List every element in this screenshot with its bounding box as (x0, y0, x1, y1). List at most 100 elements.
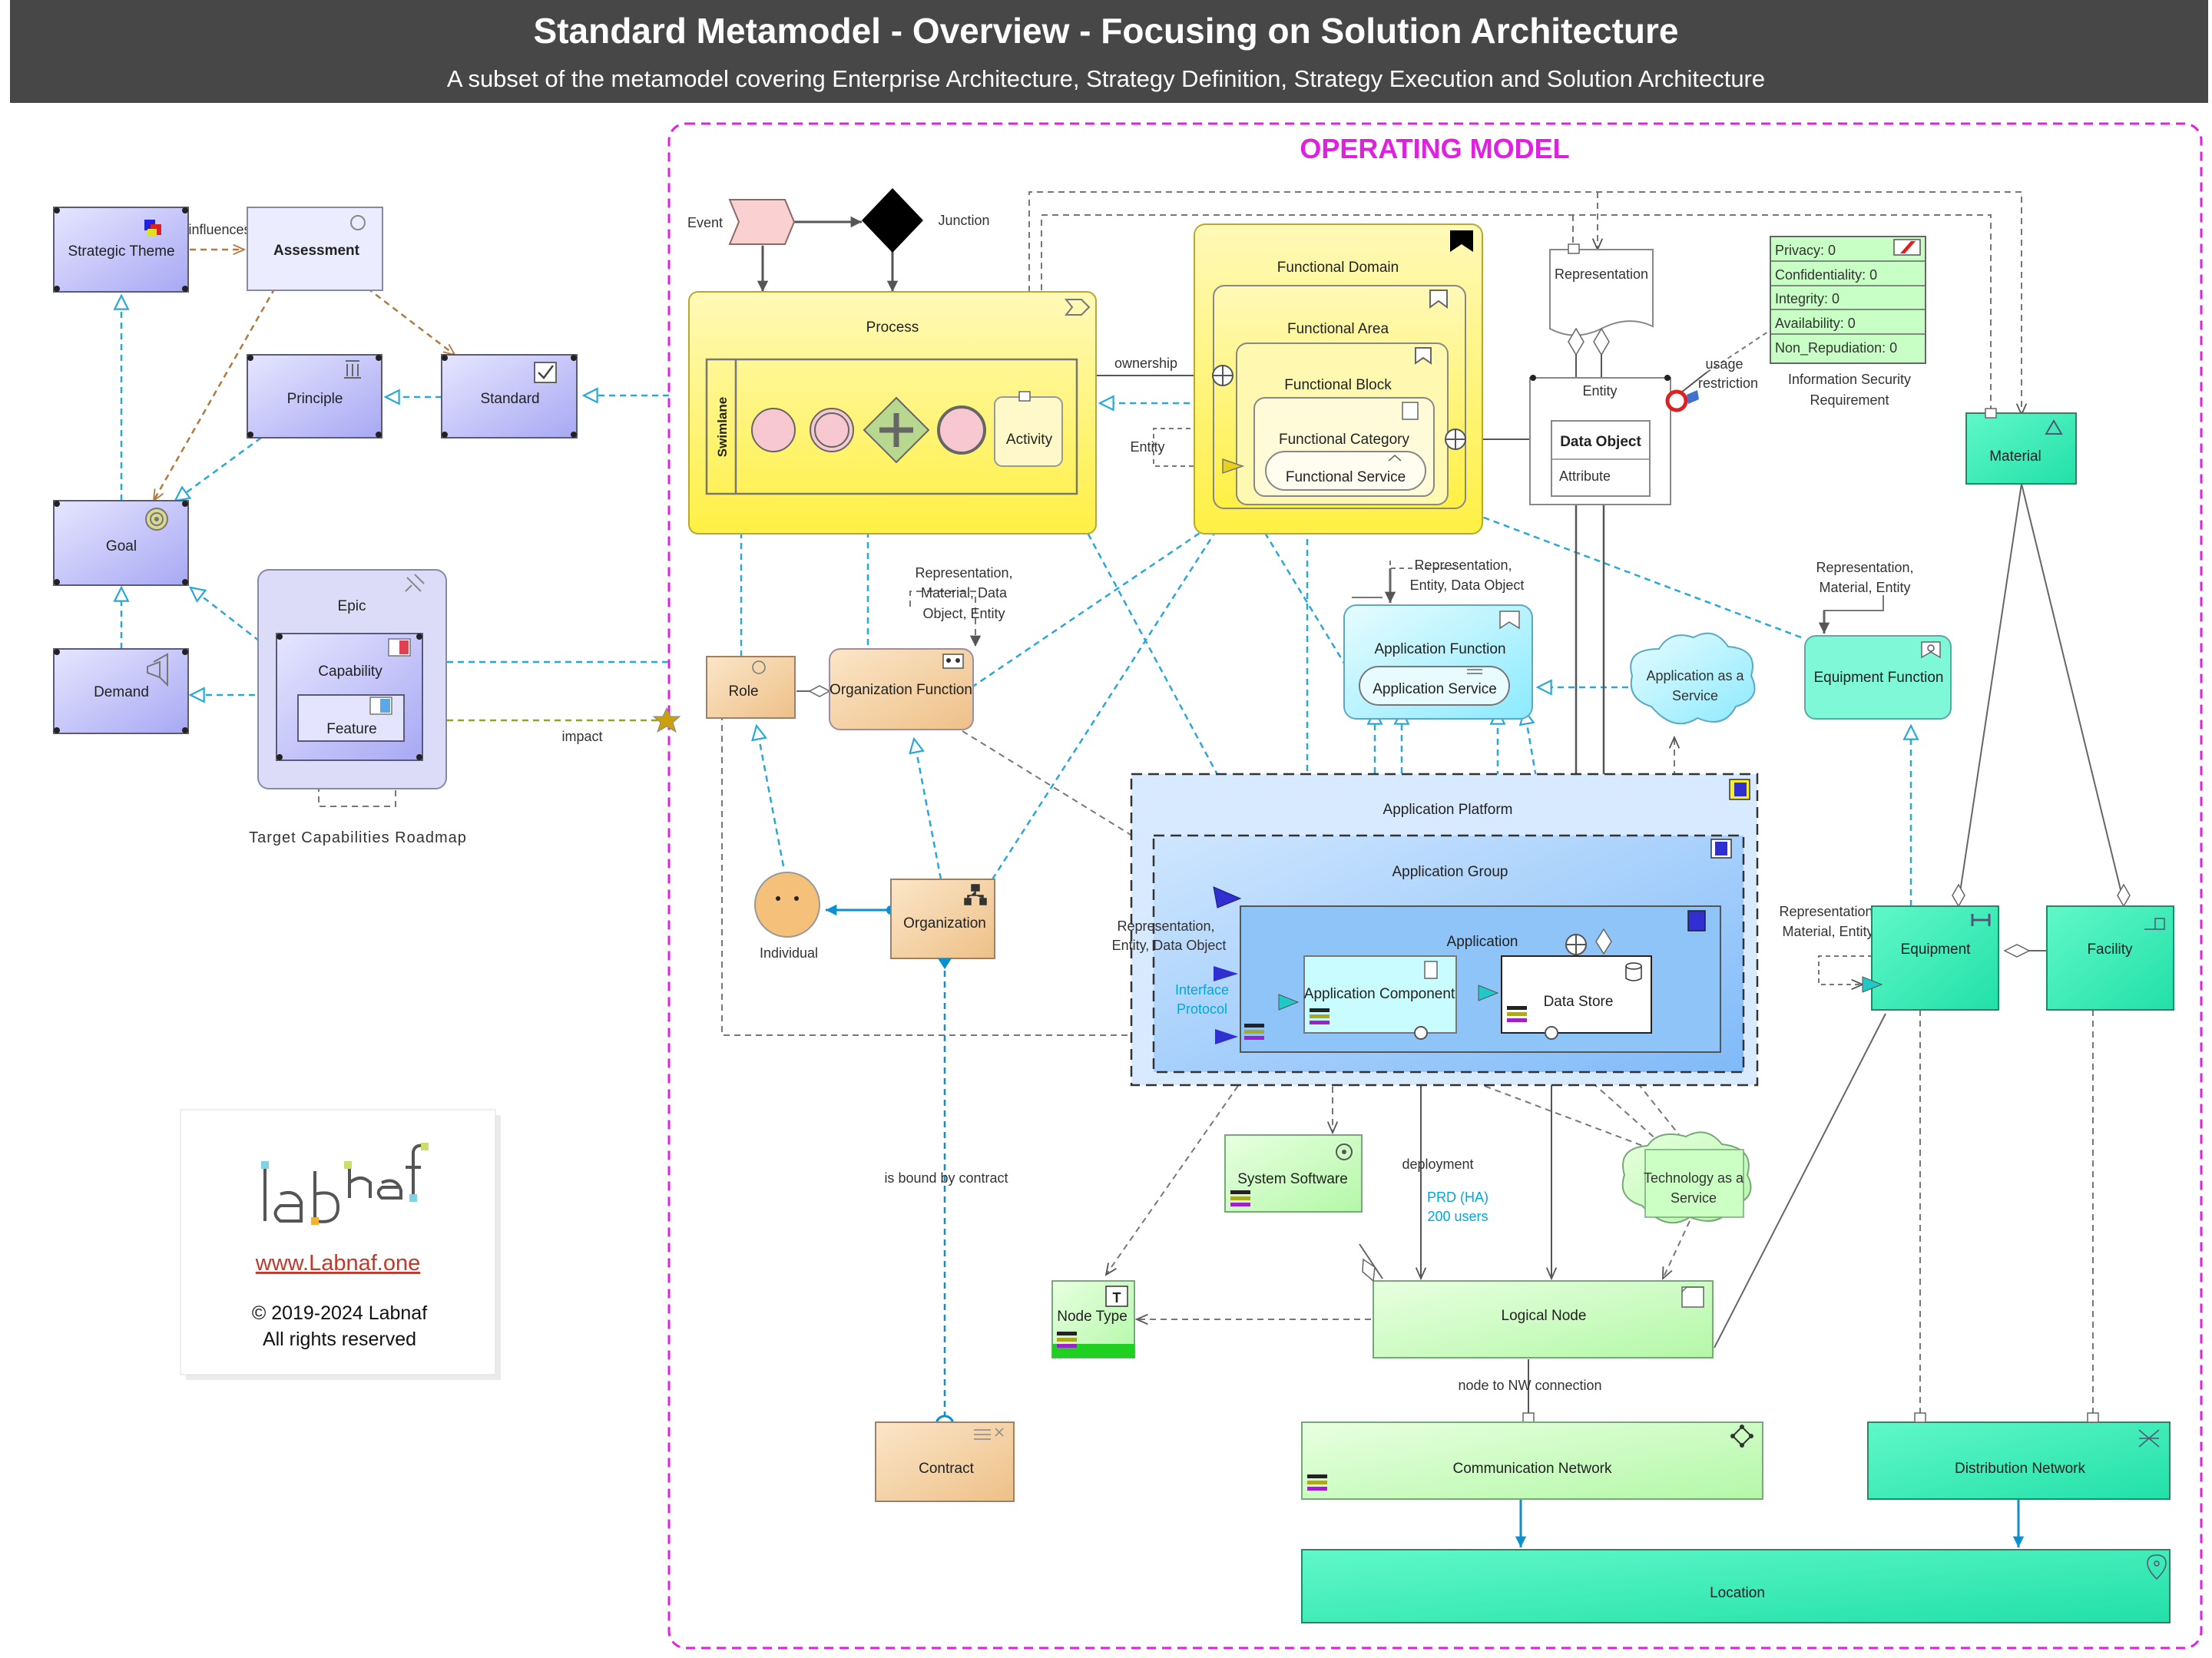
tech-as-service-label-2: Service (1671, 1190, 1717, 1206)
role-node[interactable]: Role (706, 656, 796, 719)
node-type-node[interactable]: T Node Type (1051, 1280, 1135, 1359)
functional-service-node[interactable] (1265, 451, 1426, 491)
representation-node[interactable]: Representation (1549, 243, 1654, 336)
location-node[interactable]: Location (1301, 1549, 2171, 1623)
org-fn-note-3: Object, Entity (922, 606, 1005, 621)
system-software-node[interactable]: System Software (1224, 1134, 1363, 1213)
equipment-function-node[interactable]: Equipment Function (1804, 635, 1952, 720)
representation-label: Representation (1555, 266, 1648, 282)
security-requirement-label-1: Information Security (1788, 372, 1911, 387)
equipment-icon (1971, 914, 1991, 926)
nw-connection-label: node to NW connection (1458, 1378, 1601, 1393)
process-label: Process (866, 319, 919, 336)
distribution-network-label: Distribution Network (1955, 1461, 2085, 1477)
deployment-label: deployment (1402, 1157, 1473, 1172)
corner-markers (54, 207, 577, 760)
standard-node[interactable]: Standard (441, 354, 578, 438)
restriction-label: restriction (1698, 376, 1758, 391)
tools-icon (405, 574, 425, 592)
equipment-note-1: Representation, (1779, 904, 1876, 919)
application-as-a-service-node[interactable]: Application as a Service (1630, 632, 1756, 725)
demand-label: Demand (94, 684, 149, 700)
application-platform-node[interactable]: Application Platform Application Group A… (1130, 773, 1759, 1087)
application-service-label: Application Service (1373, 681, 1497, 697)
material-label: Material (1989, 448, 2041, 465)
contract-node[interactable]: Contract (875, 1421, 1015, 1502)
strategic-theme-node[interactable]: Strategic Theme (53, 207, 189, 293)
app-note-1: Representation, (1117, 918, 1214, 934)
functional-area-label: Functional Area (1287, 321, 1389, 337)
facility-node[interactable]: Facility (2046, 905, 2174, 1011)
demand-node[interactable]: Demand (53, 648, 189, 734)
distribution-icon (2138, 1429, 2160, 1448)
functional-domain-node[interactable]: Functional Domain Functional Area Functi… (1194, 223, 1483, 534)
entity-node[interactable]: Entity Data Object Attribute (1529, 377, 1671, 505)
equipment-label: Equipment (1901, 942, 1972, 958)
start-event-icon (751, 408, 796, 452)
node-icon (1681, 1286, 1704, 1308)
page-subtitle: A subset of the metamodel covering Enter… (447, 65, 1765, 92)
process-node[interactable]: Process Swimlane Activity (688, 291, 1097, 534)
organization-function-label: Organization Function (830, 682, 972, 698)
attribute-label: Attribute (1559, 468, 1611, 484)
epic-node[interactable]: Epic Capability Feature (257, 569, 447, 789)
pillar-icon (344, 360, 361, 379)
distribution-network-node[interactable]: Distribution Network (1867, 1421, 2171, 1500)
influences-label: influences (188, 222, 250, 237)
organization-node[interactable]: Organization (890, 879, 995, 959)
event-label: Event (687, 215, 723, 230)
deployment-users-label: 200 users (1427, 1209, 1488, 1224)
material-node[interactable]: Material (1965, 408, 2077, 485)
assessment-icon (350, 215, 366, 230)
organization-label: Organization (903, 915, 986, 932)
application-function-node[interactable]: Application Function Application Service (1343, 604, 1533, 720)
data-object-label: Data Object (1560, 434, 1641, 450)
junction-label: Junction (938, 213, 989, 228)
interface-label: Interface (1175, 982, 1229, 998)
data-object-node[interactable] (1551, 420, 1651, 497)
feature-node[interactable] (297, 694, 405, 742)
role-icon (752, 660, 766, 674)
impact-star-icon (652, 707, 681, 733)
logical-node-node[interactable]: Logical Node (1373, 1280, 1714, 1359)
application-platform-label: Application Platform (1383, 802, 1513, 818)
org-fn-note-2: Material, Data (921, 585, 1008, 601)
communication-network-node[interactable]: Communication Network (1301, 1421, 1763, 1500)
assessment-node[interactable]: Assessment (247, 207, 383, 291)
junction-node[interactable] (862, 188, 923, 253)
process-arrow-icon (1064, 299, 1091, 316)
logical-node-label: Logical Node (1502, 1308, 1587, 1324)
app-fn-note-2: Entity, Data Object (1410, 577, 1525, 593)
organization-function-node[interactable]: Organization Function (829, 648, 974, 730)
app-as-service-label-2: Service (1672, 688, 1718, 703)
application-function-label: Application Function (1374, 641, 1505, 657)
labnaf-website-link[interactable]: www.Labnaf.one (255, 1251, 420, 1276)
individual-label: Individual (760, 945, 818, 961)
functional-category-label: Functional Category (1279, 432, 1410, 448)
logo-card: www.Labnaf.one © 2019-2024 Labnaf All ri… (180, 1109, 501, 1380)
equipment-note-2: Material, Entity (1782, 924, 1873, 939)
individual-node[interactable] (754, 872, 820, 938)
rights-label: All rights reserved (263, 1329, 416, 1350)
swimlane-label: Swimlane (715, 397, 730, 457)
disk-icon (1336, 1143, 1353, 1160)
bookmark-icon (1429, 290, 1448, 309)
event-node[interactable] (728, 199, 796, 245)
entity-label: Entity (1582, 383, 1617, 399)
bookmark-icon (1499, 611, 1520, 630)
application-service-node[interactable] (1359, 666, 1510, 706)
bookmark-icon (1415, 347, 1432, 365)
equipment-node[interactable]: Equipment (1871, 905, 1999, 1011)
equipment-fn-note-1: Representation, (1816, 560, 1913, 575)
equipment-function-label: Equipment Function (1814, 670, 1944, 686)
info-security-requirement-node[interactable]: Privacy: 0 Confidentiality: 0 Integrity:… (1770, 236, 1926, 364)
roadmap-label: Target Capabilities Roadmap (249, 829, 467, 846)
principle-node[interactable]: Principle (247, 354, 382, 438)
org-function-icon (942, 654, 964, 669)
goal-node[interactable]: Goal (53, 500, 189, 586)
category-icon (1402, 402, 1419, 420)
component-icon (1424, 961, 1438, 979)
technology-as-a-service-node[interactable]: Technology as a Service (1621, 1131, 1752, 1224)
equipment-fn-note-2: Material, Entity (1819, 580, 1910, 595)
deployment-env-label: PRD (HA) (1427, 1190, 1488, 1205)
